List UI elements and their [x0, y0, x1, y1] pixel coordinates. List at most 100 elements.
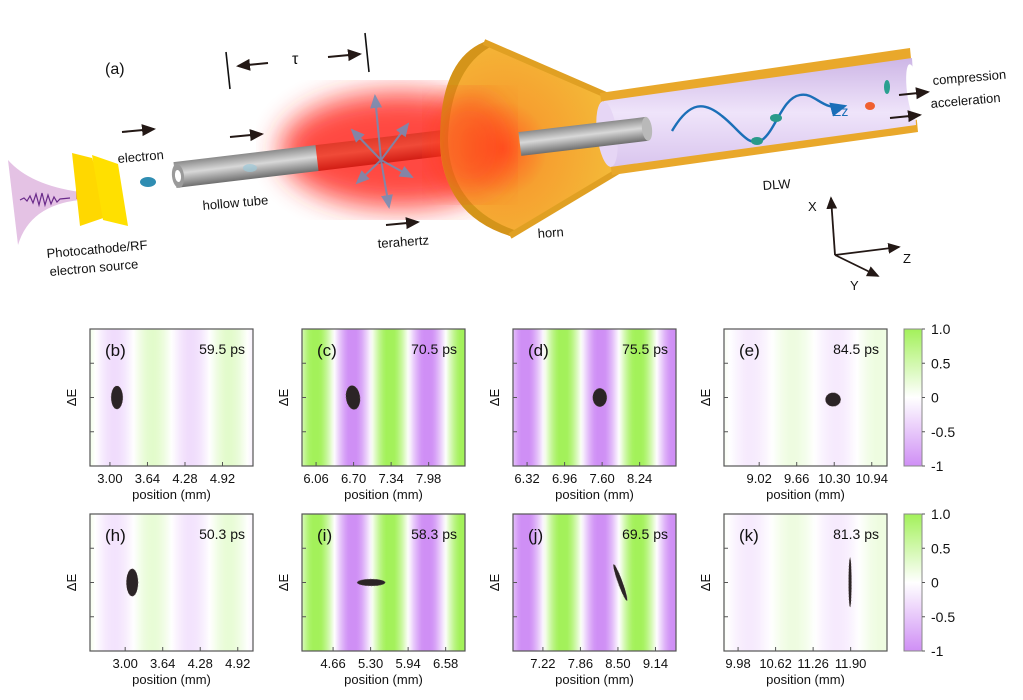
ez-label: Ez [832, 103, 848, 119]
x-tick-label: 11.26 [797, 656, 829, 671]
source-label-line2: electron source [49, 256, 139, 279]
acceleration-label: acceleration [930, 90, 1001, 111]
x-tick-label: 8.24 [627, 471, 652, 486]
x-tick-label: 4.92 [225, 656, 250, 671]
x-tick-label: 7.86 [568, 656, 593, 671]
electron-bunch-texture [110, 385, 124, 410]
time-label: 84.5 ps [833, 341, 879, 357]
colorbar: 1.00.50-0.5-1 [903, 506, 955, 659]
electron-bunch-texture [592, 388, 608, 407]
y-axis-label: ΔE [64, 573, 79, 591]
laser-wave-icon [19, 191, 71, 208]
compression-arrow [898, 87, 930, 100]
x-tick-label: 3.64 [135, 471, 160, 486]
x-tick-label: 5.94 [395, 656, 420, 671]
x-tick-label: 4.66 [320, 656, 345, 671]
colorbar-gradient [903, 513, 923, 652]
hollow-tube-label: hollow tube [202, 192, 269, 213]
dlw-label: DLW [762, 176, 792, 193]
time-label: 50.3 ps [199, 526, 245, 542]
colorbar-tick-label: -0.5 [931, 424, 955, 440]
x-tick-label: 10.94 [855, 471, 888, 486]
x-tick-label: 7.60 [589, 471, 614, 486]
panel-label: (b) [105, 341, 126, 360]
x-tick-label: 9.02 [747, 471, 772, 486]
x-axis-label: position (mm) [766, 672, 845, 687]
acceleration-arrow [889, 110, 922, 123]
x-tick-label: 11.90 [835, 656, 867, 671]
time-label: 69.5 ps [622, 526, 668, 542]
time-label: 81.3 ps [833, 526, 879, 542]
tau-label: τ [292, 51, 299, 68]
panel-label: (h) [105, 526, 126, 545]
tau-bracket-left [225, 51, 231, 90]
tau-arrow-right [327, 49, 362, 62]
x-tick-label: 10.30 [818, 471, 851, 486]
electron-bunch [126, 568, 139, 597]
colorbar-tick-label: 0.5 [931, 540, 951, 556]
y-axis-label: ΔE [276, 388, 291, 406]
electron-bunch [613, 564, 628, 601]
y-axis-label: ΔE [698, 573, 713, 591]
colorbar-tick-label: 0 [931, 575, 939, 591]
electron-bunch [848, 557, 852, 608]
x-axis-label: position (mm) [344, 487, 423, 502]
compressed-bunch-icon [884, 80, 890, 94]
colorbar-tick-label: 0 [931, 390, 939, 406]
x-tick-label: 3.00 [113, 656, 138, 671]
colorbar-tick-label: -0.5 [931, 609, 955, 625]
terahertz-label: terahertz [377, 232, 429, 251]
compression-label: compression [932, 67, 1007, 88]
x-tick-label: 7.22 [530, 656, 555, 671]
axis-y-label: Y [850, 278, 859, 293]
panel-label: (c) [317, 341, 337, 360]
x-axis-label: position (mm) [132, 672, 211, 687]
electron-bunch-icon [140, 177, 156, 187]
colorbar-tick-label: 1.0 [931, 321, 951, 337]
x-tick-label: 3.00 [97, 471, 122, 486]
electron-bunch-in-tube-icon [243, 164, 257, 172]
coordinate-axes-icon [826, 196, 901, 277]
electron-bunch-texture [356, 578, 386, 587]
radial-field-arrows-icon [350, 94, 414, 209]
x-axis-label: position (mm) [132, 487, 211, 502]
electron-bunch-texture [345, 385, 361, 410]
axis-x-label: X [808, 199, 817, 214]
y-axis-label: ΔE [698, 388, 713, 406]
electron-bunch-texture [126, 568, 139, 597]
electron-bunch [357, 579, 386, 586]
horn-label: horn [537, 224, 564, 241]
electron-bunch [345, 385, 361, 410]
field-heatmap [302, 329, 465, 466]
x-tick-label: 10.62 [759, 656, 792, 671]
time-label: 58.3 ps [411, 526, 457, 542]
x-tick-label: 9.66 [784, 471, 809, 486]
direction-arrow [121, 124, 156, 137]
field-heatmap [724, 514, 887, 651]
field-heatmap [724, 329, 887, 466]
terahertz-arrow [385, 217, 420, 230]
x-tick-label: 6.96 [552, 471, 577, 486]
x-tick-label: 3.64 [150, 656, 175, 671]
y-axis-label: ΔE [487, 388, 502, 406]
x-tick-label: 6.06 [303, 471, 328, 486]
rf-plate [92, 155, 128, 226]
panel-label: (d) [528, 341, 549, 360]
tau-arrow-left [236, 58, 269, 71]
x-tick-label: 6.32 [514, 471, 539, 486]
field-heatmap [513, 514, 676, 651]
panel-label-a: (a) [105, 61, 125, 78]
electron-bunch-texture [613, 563, 628, 602]
x-tick-label: 5.30 [358, 656, 383, 671]
x-tick-label: 4.92 [210, 471, 235, 486]
x-axis-label: position (mm) [555, 672, 634, 687]
tau-bracket-right [364, 32, 370, 73]
colorbar-tick-label: -1 [931, 643, 944, 659]
x-tick-label: 6.70 [341, 471, 366, 486]
